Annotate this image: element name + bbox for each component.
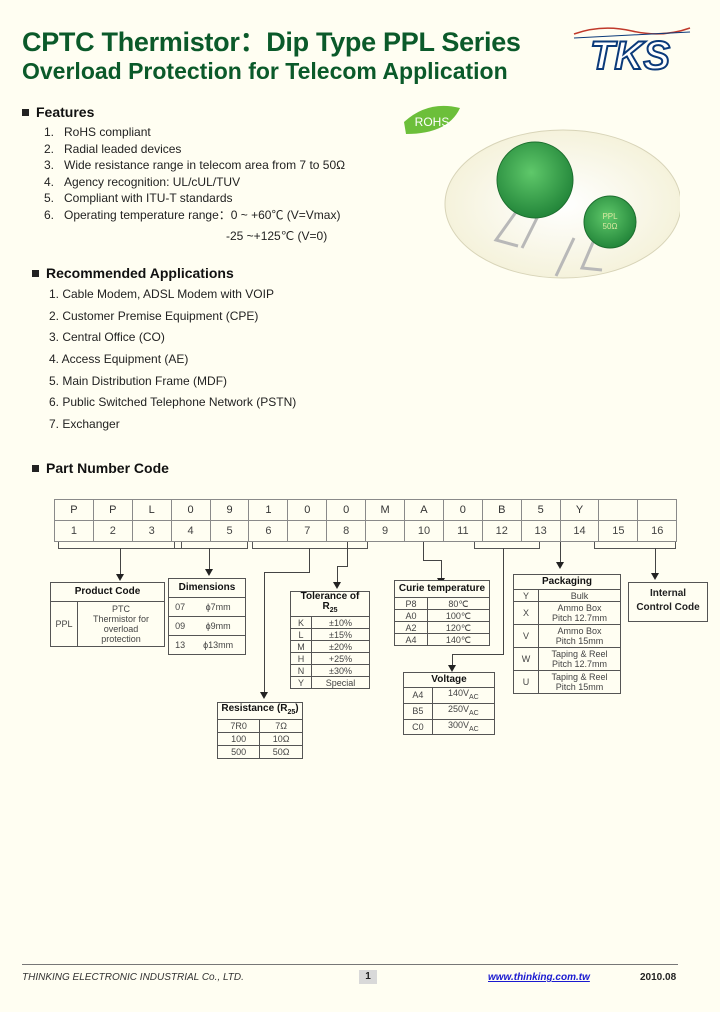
applications-list: 1. Cable Modem, ADSL Modem with VOIP 2. … — [49, 287, 296, 439]
page-number: 1 — [359, 970, 377, 984]
list-item: 6. Public Switched Telephone Network (PS… — [49, 395, 297, 410]
list-item: 3.Wide resistance range in telecom area … — [44, 158, 346, 172]
page-subtitle: Overload Protection for Telecom Applicat… — [22, 58, 508, 84]
internal-control-code-box: Internal Control Code — [628, 582, 708, 622]
list-item: 6.Operating temperature range：0 ~ +60℃ (… — [44, 207, 341, 222]
brace-internal — [594, 542, 676, 549]
list-item: 4. Access Equipment (AE) — [49, 352, 189, 367]
list-item: 1. Cable Modem, ADSL Modem with VOIP — [49, 287, 274, 301]
list-item: 2.Radial leaded devices — [44, 141, 182, 156]
list-item: 3. Central Office (CO) — [49, 330, 165, 345]
list-item: 4.Agency recognition: UL/cUL/TUV — [44, 174, 241, 189]
list-item: 5. Main Distribution Frame (MDF) — [49, 373, 228, 388]
tks-logo: TKS — [573, 27, 691, 78]
logo-text: TKS — [590, 34, 670, 78]
part-number-heading: Part Number Code — [32, 460, 169, 476]
page-title: CPTC Thermistor：Dip Type PPL Series — [22, 27, 521, 57]
feature-temp-line2: -25 ~+125℃ (V=0) — [226, 229, 328, 243]
features-heading: Features — [22, 104, 94, 120]
list-item: 2. Customer Premise Equipment (CPE) — [49, 308, 259, 323]
footer-url-link[interactable]: www.thinking.com.tw — [488, 972, 590, 983]
list-item: 7. Exchanger — [49, 417, 120, 432]
component-marking: 50Ω — [603, 222, 618, 231]
list-item: 5.Compliant with ITU-T standards — [44, 191, 233, 205]
features-list: 1.RoHS compliant 2.Radial leaded devices… — [44, 124, 345, 223]
rohs-badge: ROHS — [415, 115, 450, 129]
brace-dimensions — [174, 542, 248, 549]
brace-voltage — [474, 542, 540, 549]
component-marking: PPL — [602, 212, 618, 221]
footer-date: 2010.08 — [640, 972, 677, 983]
list-item: 1.RoHS compliant — [44, 125, 151, 139]
tolerance-table: Tolerance of R25 K±10% L±15% M±20% H+25%… — [290, 591, 371, 689]
product-code-table: Product Code PPL PTC Thermistor for over… — [50, 582, 165, 647]
brace-resistance — [252, 542, 368, 549]
applications-heading: Recommended Applications — [32, 265, 234, 281]
product-photo: PPL 50Ω ROHS — [404, 105, 680, 279]
footer-company: THINKING ELECTRONIC INDUSTRIAL Co., LTD. — [22, 972, 244, 983]
footer-divider — [22, 964, 678, 965]
